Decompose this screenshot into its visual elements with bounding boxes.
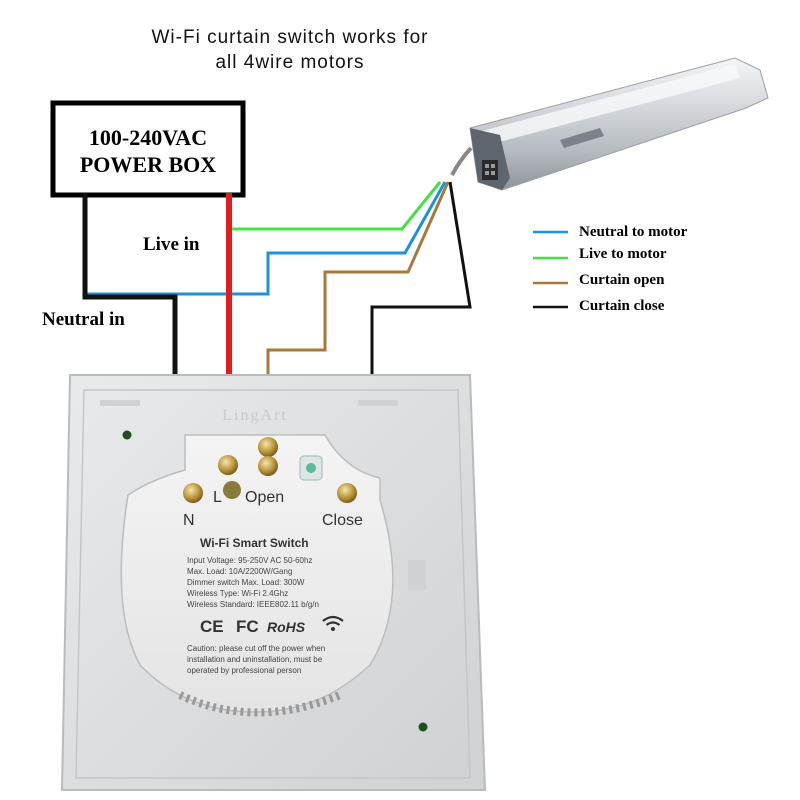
module-title: Wi-Fi Smart Switch bbox=[200, 536, 309, 550]
switch-module bbox=[120, 434, 426, 717]
diagram-title-line2: all 4wire motors bbox=[215, 52, 364, 73]
rohs-mark: RoHS bbox=[267, 619, 306, 635]
spec-line-4: Wireless Type: Wi-Fi 2.4Ghz bbox=[187, 589, 288, 598]
screw-open bbox=[258, 456, 278, 476]
caution-line-3: operated by professional person bbox=[187, 666, 301, 675]
live-in-label: Live in bbox=[143, 234, 200, 255]
screw-close bbox=[337, 483, 357, 503]
terminal-label-n: N bbox=[183, 512, 195, 529]
spec-line-3: Dimmer switch Max. Load: 300W bbox=[187, 578, 305, 587]
ce-mark: CE bbox=[200, 617, 224, 636]
screw-open-top bbox=[258, 437, 278, 457]
legend-label-curtain-close: Curtain close bbox=[579, 298, 665, 314]
terminal-label-close: Close bbox=[322, 512, 363, 529]
caution-line-1: Caution: please cut off the power when bbox=[187, 644, 325, 653]
terminal-label-l: L bbox=[213, 489, 222, 506]
power-box bbox=[50, 100, 246, 198]
power-box-voltage: 100-240VAC bbox=[89, 125, 207, 150]
panel-indicator-right bbox=[418, 722, 428, 732]
legend-label-curtain-open: Curtain open bbox=[579, 272, 665, 288]
wire-live-to-motor bbox=[230, 181, 442, 231]
spec-line-1: Input Voltage: 95-250V AC 50-60hz bbox=[187, 556, 312, 565]
screw-neutral bbox=[183, 483, 203, 503]
spec-line-5: Wireless Standard: IEEE802.11 b/g/n bbox=[187, 600, 319, 609]
spec-line-2: Max. Load: 10A/2200W/Gang bbox=[187, 567, 292, 576]
caution-line-2: installation and uninstallation, must be bbox=[187, 655, 323, 664]
terminal-label-open: Open bbox=[245, 489, 284, 506]
legend-label-neutral-to-motor: Neutral to motor bbox=[579, 224, 688, 240]
power-box-label: POWER BOX bbox=[80, 152, 216, 177]
wifi-icon bbox=[322, 615, 344, 631]
brand-logo: LingArt bbox=[222, 407, 288, 424]
wire-curtain-open bbox=[266, 181, 450, 442]
screw-live bbox=[223, 481, 241, 499]
neutral-in-label: Neutral in bbox=[42, 309, 125, 330]
panel-indicator-left bbox=[122, 430, 132, 440]
legend: Neutral to motor Live to motor Curtain o… bbox=[533, 224, 688, 314]
curtain-motor bbox=[450, 57, 769, 191]
screw-live-top bbox=[218, 455, 238, 475]
fcc-mark: FC bbox=[236, 617, 259, 636]
diagram-title-line1: Wi-Fi curtain switch works for bbox=[151, 27, 428, 48]
legend-label-live-to-motor: Live to motor bbox=[579, 246, 667, 262]
wire-neutral-to-motor bbox=[85, 181, 447, 296]
terminal-screws bbox=[183, 437, 357, 503]
